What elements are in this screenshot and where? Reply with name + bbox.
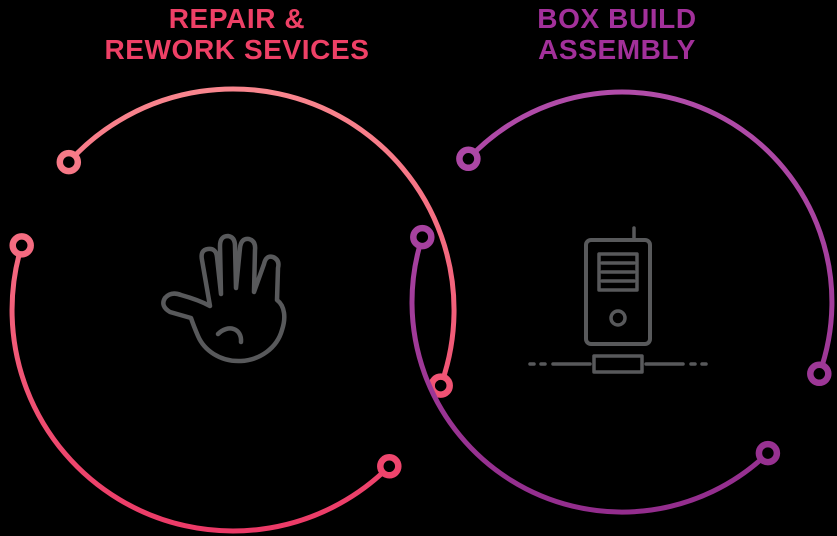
repair-circle-arc-top xyxy=(66,86,457,387)
box-build-circle-node-inner xyxy=(410,224,435,250)
repair-circle-node-bottom xyxy=(377,454,402,479)
box-build-title-line1: BOX BUILD xyxy=(537,3,697,34)
tower-power-button xyxy=(609,309,627,327)
box-build-title: BOX BUILD ASSEMBLY xyxy=(437,3,797,65)
repair-circle xyxy=(9,86,457,534)
network-cable-line xyxy=(528,354,708,374)
box-build-circle-node-bottom xyxy=(755,440,781,466)
repair-circle-arc-bottom xyxy=(9,244,392,534)
box-build-circle xyxy=(409,89,835,515)
box-build-circle-node-right xyxy=(807,361,832,387)
repair-rework-title-line1: REPAIR & xyxy=(168,3,306,34)
tower-vent-panel xyxy=(597,252,639,292)
box-build-circle-node-topleft xyxy=(456,146,481,172)
repair-circle-node-left xyxy=(9,233,34,258)
cable-connector xyxy=(592,354,644,374)
box-build-circle-arc-bottom xyxy=(409,236,770,515)
tower-body xyxy=(584,238,652,346)
repair-rework-title: REPAIR & REWORK SEVICES xyxy=(57,3,417,65)
repair-rework-title-line2: REWORK SEVICES xyxy=(104,34,370,65)
hand-outline xyxy=(161,233,287,364)
box-build-circle-arc-top xyxy=(466,89,835,375)
box-build-title-line2: ASSEMBLY xyxy=(538,34,696,65)
hand-palm-crease xyxy=(215,326,244,345)
computer-tower-icon xyxy=(528,226,708,374)
repair-circle-node-topleft xyxy=(56,149,82,175)
hand-icon xyxy=(161,233,287,364)
